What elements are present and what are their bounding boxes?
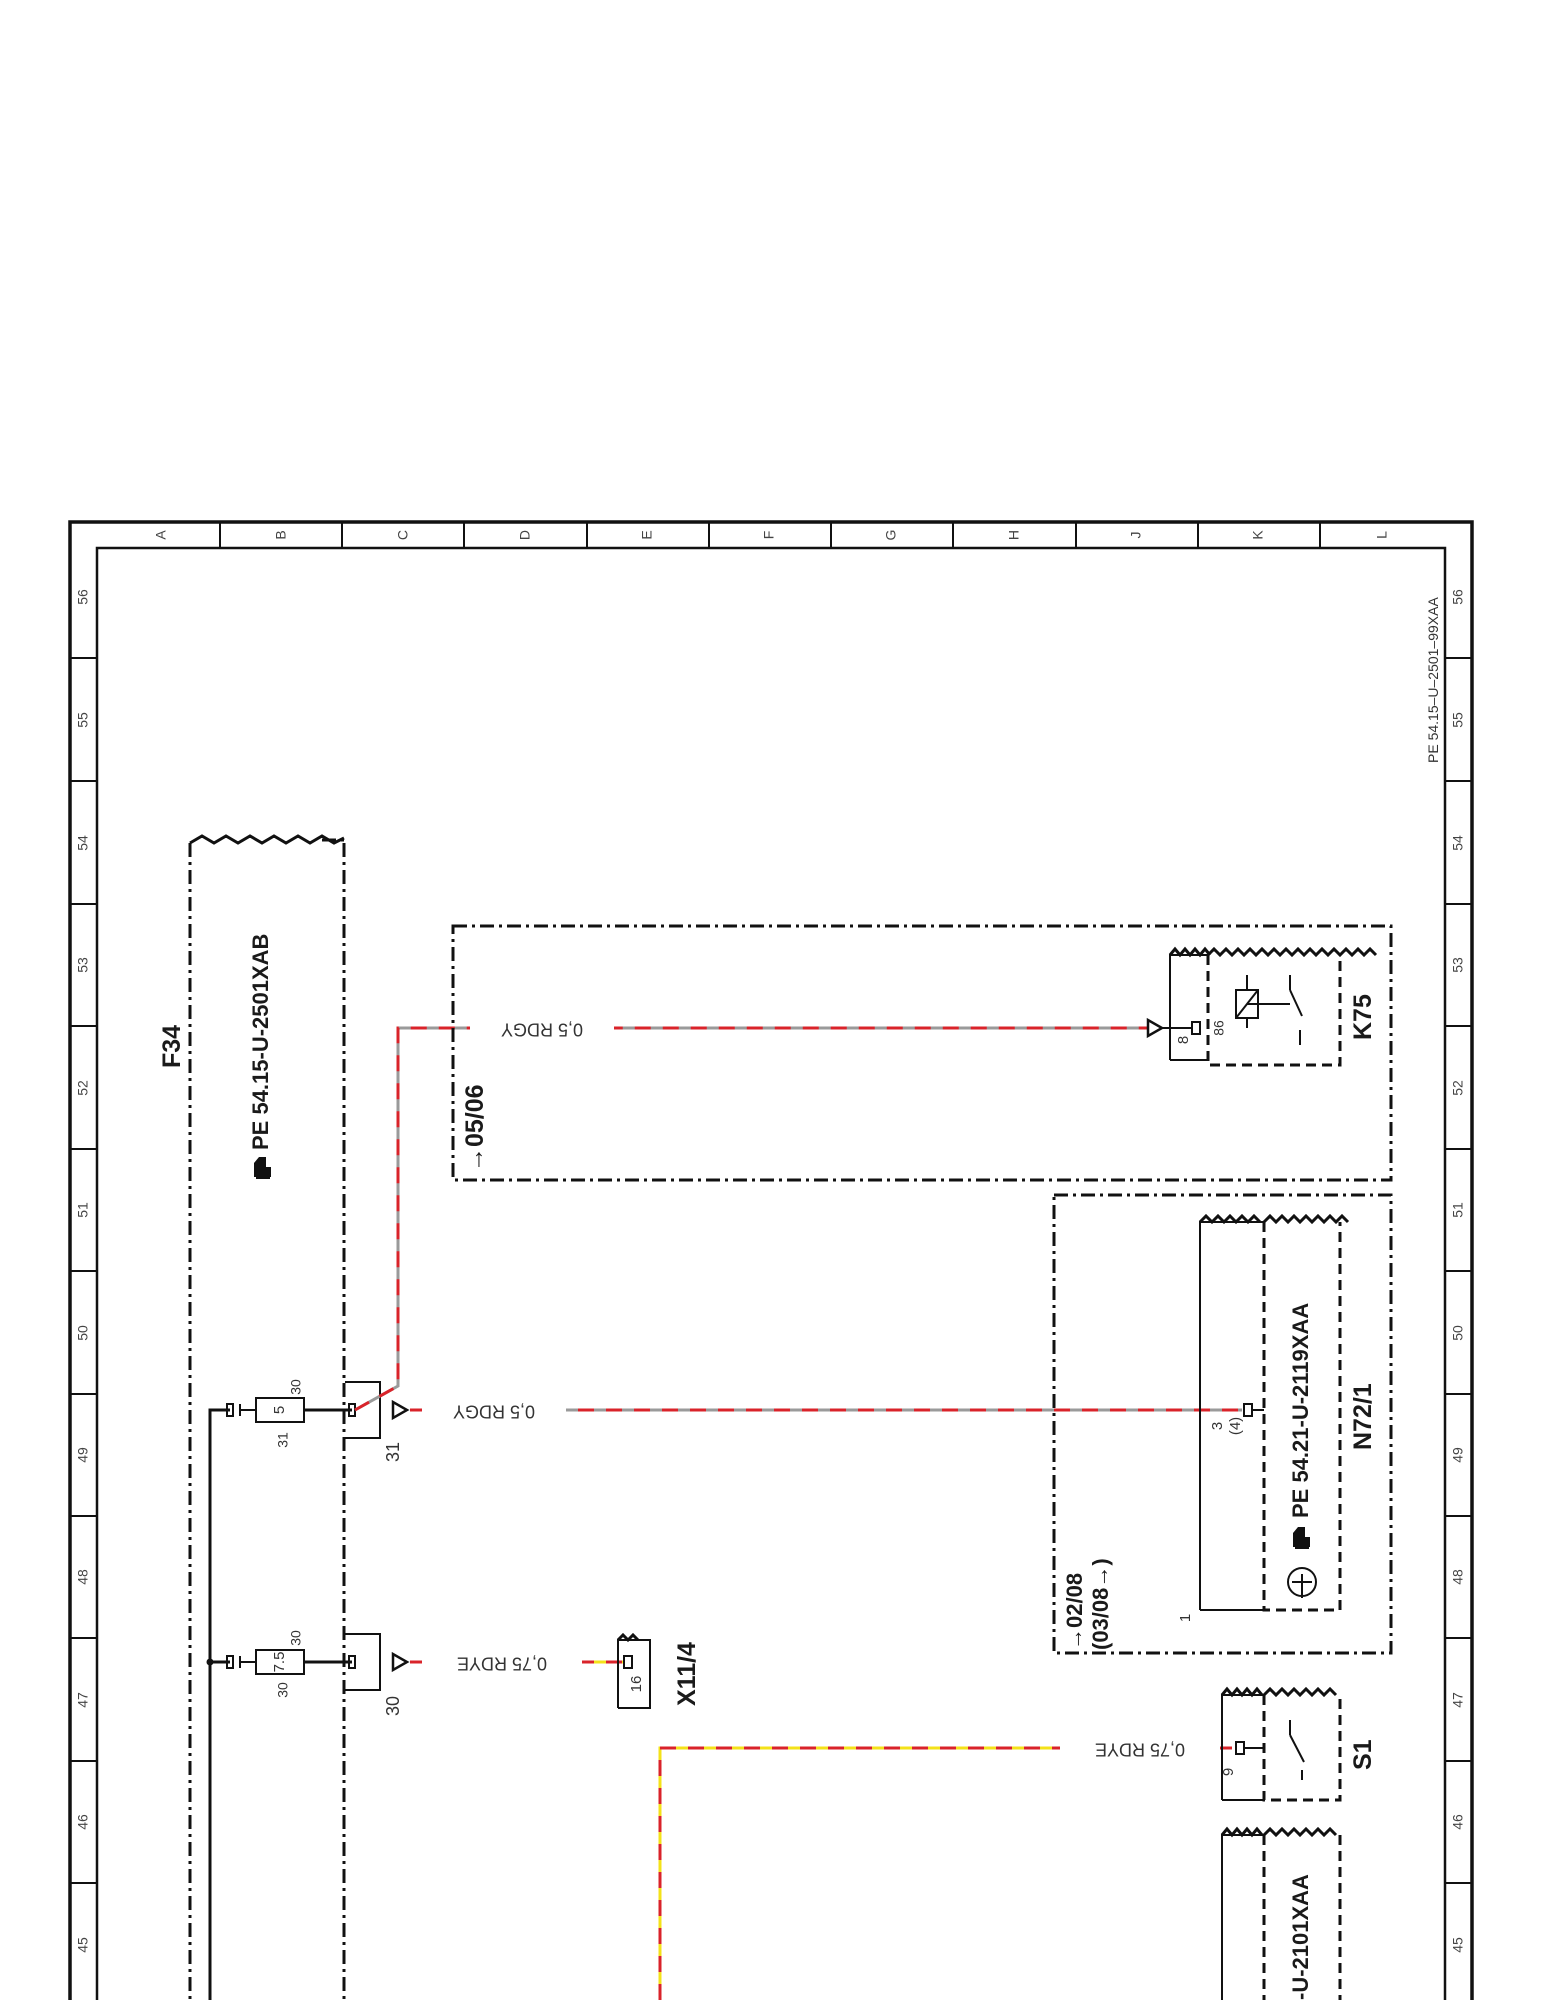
wire-rdgy-n72	[410, 1398, 1242, 1422]
column-grid: A B C D E F G H J K L	[153, 522, 1390, 548]
n72-pin-3: 3	[1209, 1422, 1226, 1430]
s1-pin-9: 9	[1220, 1768, 1237, 1776]
row-label-left-49: 49	[75, 1447, 91, 1463]
n72-label: N72/1	[1349, 1383, 1377, 1450]
row-label-right-56: 56	[1450, 589, 1466, 605]
wire-rdgy-k75-label: 0,5 RDGY	[501, 1019, 583, 1039]
row-label-left-56: 56	[75, 589, 91, 605]
n72-variant-box	[1052, 1193, 1393, 1655]
row-label-right-50: 50	[1450, 1325, 1466, 1341]
x11-4-connector	[616, 1632, 651, 1709]
f34-terminal-31	[345, 1381, 410, 1439]
wire-rdye-x11-label: 0,75 RDYE	[457, 1653, 547, 1673]
col-label-j: J	[1128, 532, 1144, 539]
row-label-left-52: 52	[75, 1080, 91, 1096]
n72-variant-label-1: →02/08	[1062, 1573, 1087, 1650]
fuse-7-5a-pin-out: 30	[288, 1630, 304, 1646]
col-label-h: H	[1006, 530, 1022, 540]
bottom-module-reference: -U-2101XAA	[1288, 1874, 1313, 2000]
f34-terminal-30-label: 30	[383, 1696, 403, 1716]
row-label-left-55: 55	[75, 712, 91, 728]
sheet-frame	[68, 520, 1474, 2000]
row-label-right-54: 54	[1450, 835, 1466, 851]
row-label-right-52: 52	[1450, 1080, 1466, 1096]
row-grid: 56 55 54 53 52 51 50 49 48 47 46 45 56 5…	[70, 589, 1472, 1953]
hand-pointer-icon	[1293, 1527, 1310, 1549]
bottom-module	[1220, 1826, 1342, 2000]
x11-4-pin-16: 16	[628, 1676, 645, 1693]
fuse-5a-pin-in: 31	[275, 1432, 291, 1448]
col-label-b: B	[273, 530, 289, 539]
s1-switch	[1220, 1686, 1342, 1802]
fuse-7-5a	[239, 1649, 305, 1675]
row-label-right-46: 46	[1450, 1814, 1466, 1830]
row-label-right-53: 53	[1450, 957, 1466, 973]
k75-pin-86: 86	[1211, 1020, 1227, 1036]
hand-pointer-icon	[254, 1157, 271, 1179]
n72-variant-label-2: (03/08→)	[1088, 1558, 1113, 1650]
k75-pin-8: 8	[1175, 1036, 1192, 1044]
row-label-left-46: 46	[75, 1814, 91, 1830]
f34-internal-wiring	[206, 1403, 356, 2000]
row-label-right-45: 45	[1450, 1937, 1466, 1953]
row-label-left-53: 53	[75, 957, 91, 973]
document-id: PE 54.15–U–2501–99XAA	[1425, 597, 1441, 763]
wire-rdye-s1-label: 0,75 RDYE	[1095, 1739, 1185, 1759]
row-label-right-48: 48	[1450, 1569, 1466, 1585]
n72-pin-1: 1	[1177, 1614, 1194, 1622]
col-label-e: E	[639, 530, 655, 539]
row-label-left-50: 50	[75, 1325, 91, 1341]
col-label-c: C	[395, 530, 411, 540]
n72-reference: PE 54.21-U-2119XAA	[1288, 1303, 1313, 1518]
row-label-left-51: 51	[75, 1202, 91, 1218]
fuse-7-5a-value: 7.5	[271, 1652, 288, 1673]
n72-pin-4: (4)	[1227, 1417, 1244, 1435]
f34-terminal-31-label: 31	[383, 1442, 403, 1462]
f34-terminal-30	[345, 1633, 410, 1691]
wire-rdgy-k75	[354, 1016, 1148, 1412]
col-label-f: F	[761, 531, 777, 540]
s1-label: S1	[1349, 1739, 1377, 1770]
k75-variant-box	[451, 924, 1393, 1182]
n72-module	[1198, 1213, 1350, 1612]
col-label-k: K	[1250, 530, 1266, 540]
fuse-7-5a-pin-in: 30	[275, 1682, 291, 1698]
wire-rdgy-n72-label: 0,5 RDGY	[453, 1401, 535, 1421]
wire-rdye-s1	[658, 1736, 1232, 2000]
row-label-left-45: 45	[75, 1937, 91, 1953]
f34-label: F34	[158, 1025, 186, 1068]
fuse-5a-value: 5	[271, 1406, 288, 1414]
row-label-right-55: 55	[1450, 712, 1466, 728]
row-label-right-47: 47	[1450, 1692, 1466, 1708]
row-label-left-54: 54	[75, 835, 91, 851]
row-label-right-51: 51	[1450, 1202, 1466, 1218]
fuse-5a	[239, 1397, 305, 1423]
row-label-right-49: 49	[1450, 1447, 1466, 1463]
row-label-left-48: 48	[75, 1569, 91, 1585]
col-label-l: L	[1374, 531, 1390, 539]
row-label-left-47: 47	[75, 1692, 91, 1708]
wire-rdye-x11	[410, 1650, 624, 1674]
fuse-5a-pin-out: 30	[288, 1379, 304, 1395]
f34-fuse-box	[188, 834, 346, 2000]
col-label-g: G	[883, 530, 899, 541]
col-label-a: A	[153, 530, 169, 540]
f34-reference: PE 54.15-U-2501XAB	[248, 934, 273, 1150]
k75-variant-label: →05/06	[461, 1084, 489, 1172]
k75-relay	[1146, 946, 1378, 1067]
k75-label: K75	[1349, 994, 1377, 1040]
col-label-d: D	[517, 530, 533, 540]
x11-4-label: X11/4	[673, 1642, 701, 1706]
